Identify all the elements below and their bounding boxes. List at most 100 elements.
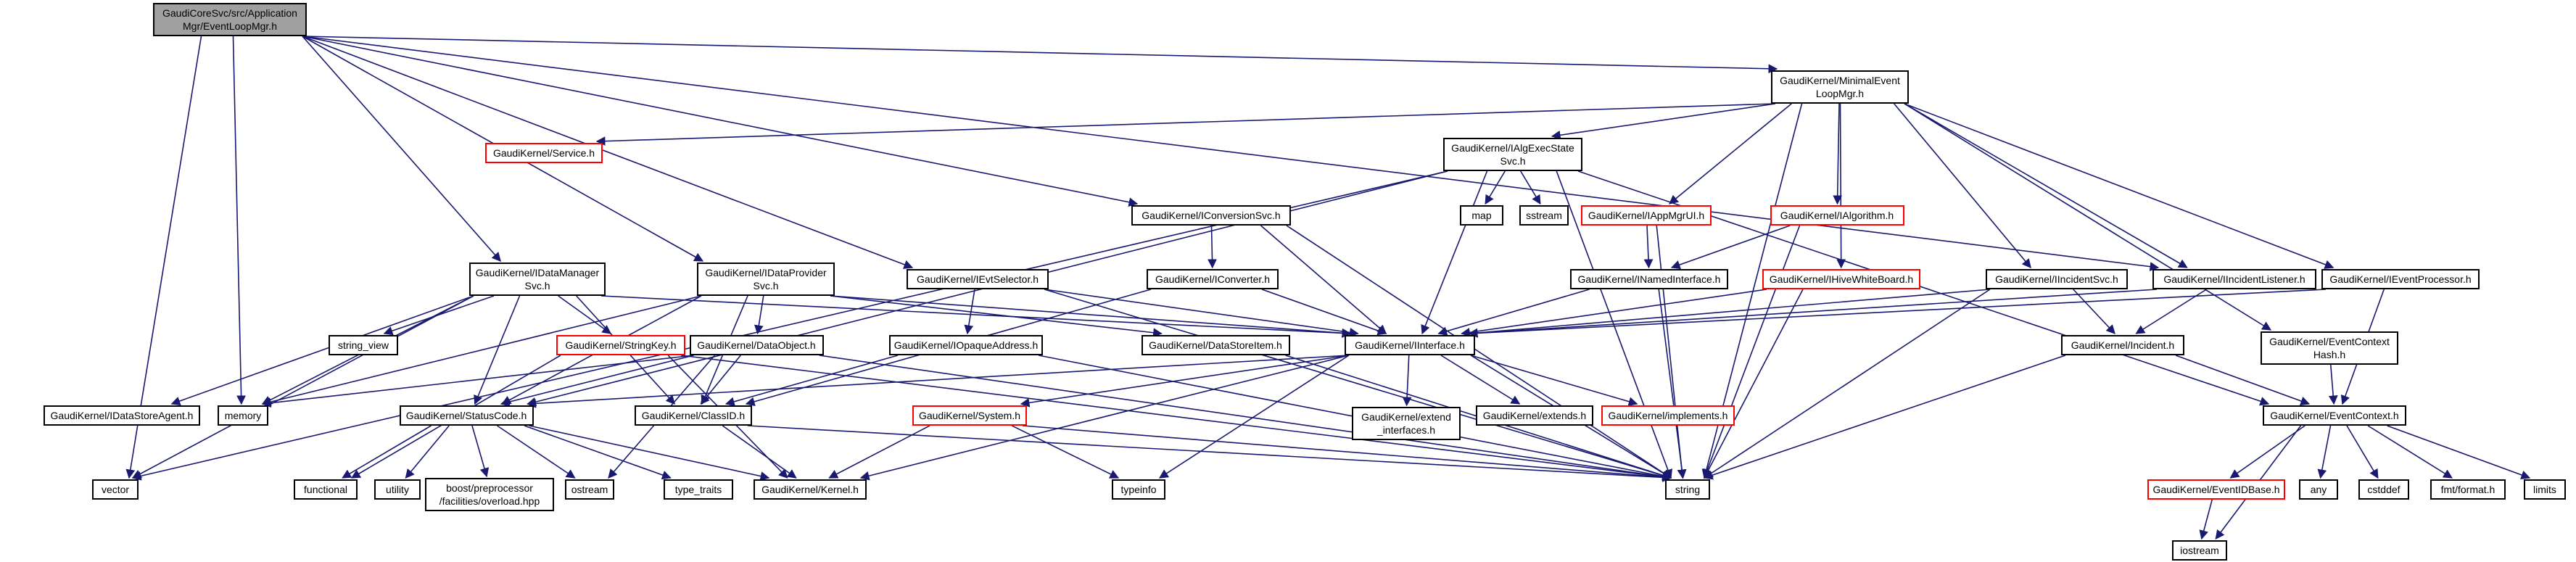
graph-node-iostream[interactable]: iostream [2172, 540, 2227, 561]
include-edge-ialgexecstatesvc-to-iinterface [1421, 170, 1488, 335]
node-label: GaudiKernel/IDataProvider [705, 267, 827, 278]
include-edge-minimal-to-ialgorithm [1833, 103, 1843, 205]
graph-node-string_view[interactable]: string_view [329, 335, 398, 355]
graph-node-functional[interactable]: functional [294, 479, 358, 500]
graph-node-system[interactable]: GaudiKernel/System.h [912, 405, 1027, 426]
graph-node-kernel[interactable]: GaudiKernel/Kernel.h [754, 479, 867, 500]
graph-node-sstream[interactable]: sstream [1519, 205, 1569, 226]
node-label: GaudiKernel/StringKey.h [565, 339, 677, 351]
include-edge-dataobject-to-string [819, 355, 1672, 482]
graph-node-inamedinterface[interactable]: GaudiKernel/INamedInterface.h [1570, 269, 1728, 289]
graph-node-string[interactable]: string [1665, 479, 1710, 500]
node-label: GaudiKernel/IIncidentListener.h [2163, 273, 2305, 285]
include-edge-iopaqueaddress-to-classid [724, 355, 899, 407]
include-edge-minimal-to-iincidentsvc [1894, 103, 2031, 268]
include-edge-inamedinterface-to-iinterface [1437, 289, 1590, 336]
graph-node-ostream[interactable]: ostream [565, 479, 614, 500]
node-label: GaudiKernel/EventContext [2269, 336, 2390, 347]
node-label: typeinfo [1120, 484, 1157, 495]
graph-node-vector[interactable]: vector [92, 479, 139, 500]
node-label: Svc.h [524, 280, 550, 292]
node-label: functional [304, 484, 347, 495]
include-edge-eventcontext-to-fmt_format [2367, 425, 2453, 479]
node-label: string [1675, 484, 1701, 495]
graph-node-memory[interactable]: memory [218, 405, 268, 426]
graph-node-dataobject[interactable]: GaudiKernel/DataObject.h [689, 335, 824, 355]
graph-node-service[interactable]: GaudiKernel/Service.h [485, 143, 603, 163]
graph-node-ialgorithm[interactable]: GaudiKernel/IAlgorithm.h [1770, 205, 1904, 226]
include-edge-eventcontext-to-cstddef [2346, 425, 2379, 479]
include-edge-ievtselector-to-string [1044, 289, 1672, 480]
include-edge-system-to-string [1022, 425, 1672, 482]
graph-node-classid[interactable]: GaudiKernel/ClassID.h [635, 405, 752, 426]
graph-node-ieventprocessor[interactable]: GaudiKernel/IEventProcessor.h [2321, 269, 2480, 289]
graph-node-ievtselector[interactable]: GaudiKernel/IEvtSelector.h [907, 269, 1049, 289]
include-edge-idataprovidersvc-to-memory [261, 295, 702, 407]
include-edge-root-to-idatamanagersvc [302, 36, 501, 262]
include-edge-classid-to-kernel [722, 425, 797, 479]
include-edge-statuscode-to-utility [405, 425, 450, 479]
include-edge-idatamanagersvc-to-vector [131, 295, 474, 479]
graph-node-statuscode[interactable]: GaudiKernel/StatusCode.h [399, 405, 534, 426]
graph-node-implements[interactable]: GaudiKernel/implements.h [1601, 405, 1735, 426]
node-label: utility [386, 484, 409, 495]
graph-node-boost_overload[interactable]: boost/preprocessor/facilities/overload.h… [425, 478, 554, 511]
graph-node-iincidentlistener[interactable]: GaudiKernel/IIncidentListener.h [2152, 269, 2316, 289]
graph-node-typeinfo[interactable]: typeinfo [1112, 479, 1165, 500]
graph-node-eventidbase[interactable]: GaudiKernel/EventIDBase.h [2147, 479, 2285, 500]
graph-node-ihivewhiteboard[interactable]: GaudiKernel/IHiveWhiteBoard.h [1762, 269, 1920, 289]
include-edge-idatamanagersvc-to-statuscode [474, 295, 521, 405]
graph-node-any[interactable]: any [2299, 479, 2338, 500]
node-label: GaudiKernel/IAlgExecState [1451, 142, 1574, 154]
node-label: GaudiKernel/IAlgorithm.h [1780, 210, 1894, 221]
include-edge-root-to-vector [125, 36, 202, 479]
graph-node-datastoreitem[interactable]: GaudiKernel/DataStoreItem.h [1141, 335, 1290, 355]
include-edge-minimal-to-iincidentlistener [1904, 103, 2188, 268]
graph-node-cstddef[interactable]: cstddef [2358, 479, 2409, 500]
include-edge-iinterface-to-typeinfo [1158, 355, 1350, 479]
graph-node-incident[interactable]: GaudiKernel/Incident.h [2061, 335, 2184, 355]
graph-node-iincidentsvc[interactable]: GaudiKernel/IIncidentSvc.h [1986, 269, 2128, 289]
graph-node-eventcontext[interactable]: GaudiKernel/EventContext.h [2263, 405, 2406, 426]
graph-node-idatastoreagent[interactable]: GaudiKernel/IDataStoreAgent.h [44, 405, 200, 426]
include-edge-incident-to-eventcontext [2175, 355, 2311, 406]
node-label: GaudiKernel/ClassID.h [641, 410, 746, 421]
node-label: GaudiKernel/implements.h [1608, 410, 1728, 421]
include-edge-ialgorithm-to-string [1703, 225, 1801, 479]
graph-node-extend_interfaces[interactable]: GaudiKernel/extend_interfaces.h [1352, 407, 1461, 440]
node-label: type_traits [674, 484, 722, 495]
node-label: sstream [1526, 210, 1562, 221]
graph-node-map[interactable]: map [1460, 205, 1503, 226]
graph-node-limits[interactable]: limits [2524, 479, 2566, 500]
node-label: GaudiKernel/IConversionSvc.h [1142, 210, 1281, 221]
graph-node-stringkey[interactable]: GaudiKernel/StringKey.h [556, 335, 685, 355]
include-edge-iincidentlistener-to-incident [2135, 289, 2207, 334]
include-edge-iincidentsvc-to-incident [2073, 289, 2115, 334]
graph-node-iappmgrui[interactable]: GaudiKernel/IAppMgrUI.h [1581, 205, 1712, 226]
include-edge-root-to-minimal [302, 36, 1778, 74]
include-edge-iconverter-to-iinterface [1261, 289, 1387, 336]
graph-node-iinterface[interactable]: GaudiKernel/IInterface.h [1345, 335, 1475, 355]
node-label: GaudiKernel/EventContext.h [2270, 410, 2399, 421]
include-edge-root-to-iconversionsvc [302, 36, 1139, 207]
include-edge-idatamanagersvc-to-idatastoreagent [170, 295, 474, 406]
graph-node-iconversionsvc[interactable]: GaudiKernel/IConversionSvc.h [1131, 205, 1291, 226]
graph-node-fmt_format[interactable]: fmt/format.h [2430, 479, 2506, 500]
include-edge-stringkey-to-string [680, 355, 1672, 482]
graph-node-iconverter[interactable]: GaudiKernel/IConverter.h [1147, 269, 1279, 289]
include-edge-iincidentsvc-to-string [1703, 289, 1991, 479]
graph-node-extends[interactable]: GaudiKernel/extends.h [1476, 405, 1593, 426]
graph-node-iopaqueaddress[interactable]: GaudiKernel/IOpaqueAddress.h [889, 335, 1043, 355]
graph-node-type_traits[interactable]: type_traits [664, 479, 733, 500]
graph-node-utility[interactable]: utility [374, 479, 421, 500]
include-edge-statuscode-to-type_traits [524, 425, 672, 480]
node-label: Hash.h [2313, 349, 2346, 360]
include-edge-statuscode-to-functional [342, 425, 432, 479]
